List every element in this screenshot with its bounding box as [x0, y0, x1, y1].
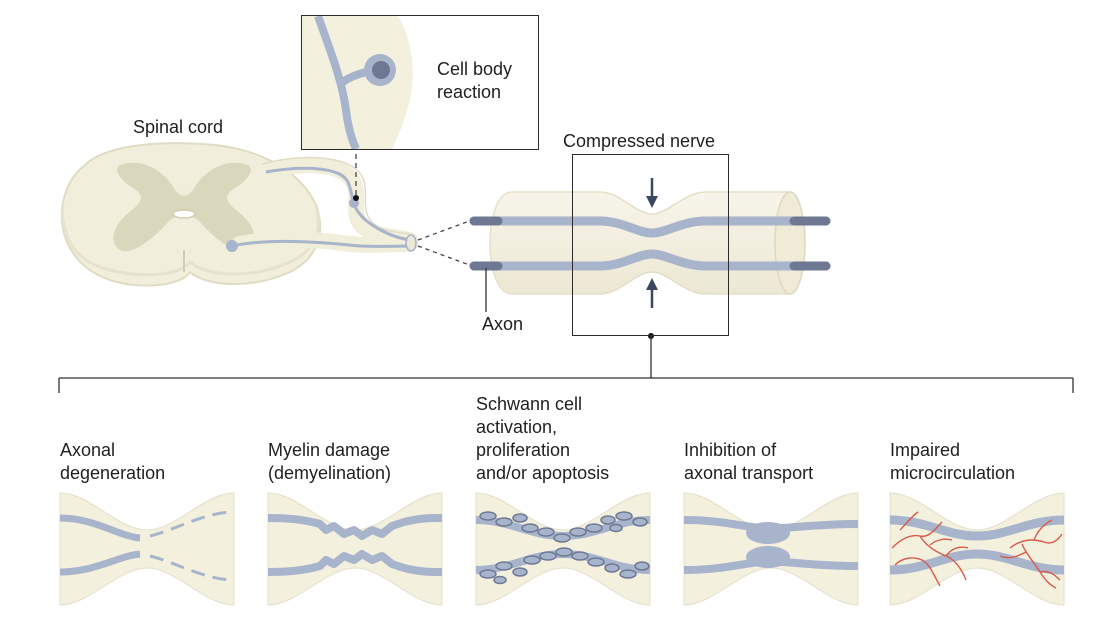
panel-axonal-degeneration-art: [59, 492, 235, 606]
sensory-axon: [265, 166, 413, 242]
motor-neuron-cell: [226, 240, 238, 252]
inset-nucleus: [372, 61, 390, 79]
leader-zoom-bottom: [417, 245, 473, 267]
cell-body-inset-frame: [301, 15, 539, 150]
central-canal: [172, 209, 196, 219]
axon-label: Axon: [482, 314, 524, 334]
nerve-cut-face: [774, 191, 806, 295]
leader-zoom-top: [417, 219, 473, 241]
motor-axon: [231, 239, 413, 248]
panel-myelin-damage-art: [267, 492, 443, 606]
spinal-cord-front-face: [60, 204, 320, 277]
nerve-axon-top: [469, 216, 831, 238]
spinal-cord: [60, 142, 418, 287]
spinal-nerve-end: [405, 234, 417, 252]
cell-body-inset: [302, 16, 538, 149]
compressed-nerve: [469, 178, 831, 312]
spinal-cord-label: Spinal cord: [133, 117, 224, 137]
compression-arrow-down-icon: [646, 178, 658, 208]
cell-body-reaction-label: Cell body reaction: [437, 59, 513, 102]
panel-axonal-transport-art: [683, 492, 859, 606]
panel-title-myelin-damage: Myelin damage (demyelination): [268, 440, 392, 483]
panel-bracket: [58, 333, 1074, 393]
compressed-nerve-frame: [572, 154, 729, 336]
inset-axon: [314, 16, 360, 149]
compression-arrow-up-icon: [646, 278, 658, 308]
panel-schwann-cell-art: [475, 492, 651, 606]
pointer-dot-cell-body: [353, 195, 359, 201]
panel-title-axonal-transport: Inhibition of axonal transport: [684, 440, 814, 483]
panel-title-schwann-cell: Schwann cell activation, proliferation a…: [476, 394, 610, 483]
compressed-nerve-label: Compressed nerve: [563, 131, 716, 151]
panel-microcirculation-art: [889, 492, 1065, 606]
dorsal-root-edge: [261, 156, 411, 235]
panel-title-axonal-degeneration: Axonal degeneration: [60, 440, 166, 483]
grey-matter: [113, 162, 255, 252]
nerve-axon-bottom: [469, 249, 831, 271]
panel-title-microcirculation: Impaired microcirculation: [890, 440, 1016, 483]
